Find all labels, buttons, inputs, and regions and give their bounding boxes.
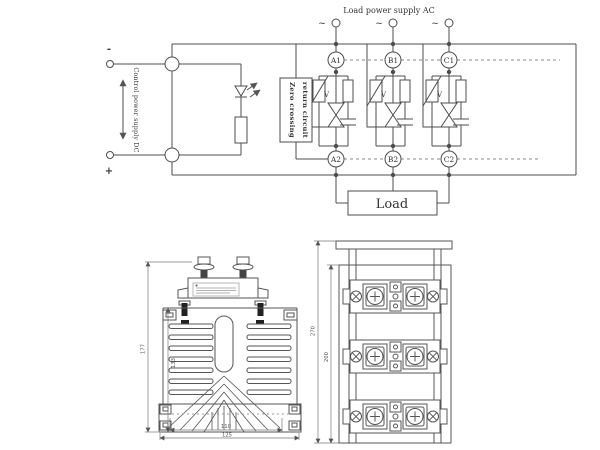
v-fin-pattern bbox=[167, 375, 281, 433]
ssr-assembly-top-view: 270 200 bbox=[311, 240, 453, 444]
ssr-nameplate bbox=[192, 282, 240, 297]
triac-icon bbox=[440, 102, 458, 128]
zero-crossing-label-1: Zero crossing bbox=[288, 82, 296, 138]
svg-text:C1: C1 bbox=[444, 56, 455, 65]
terminal-bolt-icon bbox=[232, 256, 254, 279]
snubber-resistor-icon bbox=[455, 79, 467, 103]
module-input-node-bottom bbox=[164, 147, 180, 163]
load-label: Load bbox=[376, 197, 409, 212]
dim-body-length: 200 bbox=[324, 351, 330, 362]
junction-dot bbox=[390, 143, 396, 149]
snubber-resistor-icon bbox=[399, 79, 411, 103]
svg-text:B2: B2 bbox=[388, 155, 399, 164]
snubber-resistor-icon bbox=[342, 79, 354, 103]
dim-overall-height: 177 bbox=[141, 344, 147, 354]
junction-dot bbox=[390, 69, 396, 75]
ssr-schematic: Load power supply AC ~ A1 bbox=[105, 6, 577, 216]
top-view-dimensions: 270 200 bbox=[311, 240, 339, 444]
svg-text:C2: C2 bbox=[444, 155, 455, 164]
control-power-supply-label: Control power supply DC bbox=[132, 67, 139, 152]
terminal-screw-icon bbox=[366, 288, 384, 305]
load-power-supply-label: Load power supply AC bbox=[343, 6, 434, 15]
control-input: - + Control power supply DC bbox=[105, 44, 180, 177]
zero-crossing-box: Zero crossing return circuit bbox=[279, 44, 328, 160]
ac-symbol: ~ bbox=[375, 19, 383, 29]
control-terminal-plus bbox=[106, 151, 114, 159]
ac-terminal-icon bbox=[331, 18, 341, 28]
heatsink-plan-body bbox=[338, 264, 452, 444]
terminal-screw-icon bbox=[366, 408, 384, 425]
junction-dot bbox=[390, 41, 396, 47]
triac-icon bbox=[327, 102, 345, 128]
junction-dot bbox=[446, 41, 452, 47]
ac-symbol: ~ bbox=[431, 19, 439, 29]
end-plate bbox=[335, 240, 453, 250]
ac-terminal-icon bbox=[388, 18, 398, 28]
junction-dot bbox=[446, 69, 452, 75]
svg-text:A1: A1 bbox=[330, 56, 341, 65]
plus-label: + bbox=[105, 166, 113, 177]
input-led-branch bbox=[179, 63, 261, 156]
mounting-screw-icon bbox=[254, 300, 267, 324]
side-view-dimensions: 177 133 110 125 bbox=[141, 261, 300, 441]
terminal-block-row bbox=[342, 339, 448, 374]
zero-crossing-label-2: return circuit bbox=[301, 82, 309, 139]
load-box bbox=[347, 190, 438, 216]
terminal-bolt-icon bbox=[193, 256, 215, 279]
phase-a: ~ A1 V bbox=[309, 18, 356, 178]
terminal-screw-icon bbox=[406, 348, 424, 365]
phase-b: ~ B1 V bbox=[366, 18, 413, 178]
gate-wire bbox=[422, 44, 441, 128]
junction-dot bbox=[333, 41, 339, 47]
control-terminal-minus bbox=[106, 60, 114, 68]
resistor-icon bbox=[234, 116, 248, 144]
dim-inner-width: 110 bbox=[221, 424, 232, 430]
junction-dot bbox=[446, 143, 452, 149]
terminal-screw-icon bbox=[406, 288, 424, 305]
ssr-flange-right bbox=[257, 287, 269, 299]
varistor-label: V bbox=[380, 91, 387, 99]
svg-text:B1: B1 bbox=[388, 56, 398, 65]
terminal-block-row bbox=[342, 279, 448, 314]
ac-symbol: ~ bbox=[318, 19, 326, 29]
ssr-flange-left bbox=[177, 287, 189, 299]
ac-terminal-icon bbox=[444, 18, 454, 28]
phase-c: ~ C1 V bbox=[422, 18, 469, 178]
terminal-row-dashed-lines bbox=[344, 59, 560, 160]
terminal-screw-icon bbox=[406, 408, 424, 425]
dim-outer-width: 125 bbox=[222, 433, 232, 439]
varistor-label: V bbox=[323, 91, 330, 99]
junction-dot bbox=[333, 69, 339, 75]
junction-dot bbox=[333, 143, 339, 149]
terminal-screw-icon bbox=[366, 348, 384, 365]
gate-wire bbox=[366, 44, 385, 128]
heatsink-side-view: 177 133 110 125 bbox=[141, 256, 302, 441]
dim-heatsink-height: 133 bbox=[171, 358, 177, 368]
minus-label: - bbox=[107, 44, 111, 55]
heatsink-extrusion bbox=[158, 307, 302, 433]
center-slot bbox=[214, 315, 234, 373]
triac-icon bbox=[384, 102, 402, 128]
varistor-label: V bbox=[436, 91, 443, 99]
terminal-block-row bbox=[342, 399, 448, 434]
module-input-node-top bbox=[164, 56, 180, 72]
load-section: Load bbox=[335, 175, 450, 216]
svg-text:A2: A2 bbox=[330, 155, 341, 164]
mounting-screw-icon bbox=[178, 300, 191, 324]
dim-overall-length: 270 bbox=[311, 325, 317, 336]
led-icon bbox=[234, 82, 261, 98]
